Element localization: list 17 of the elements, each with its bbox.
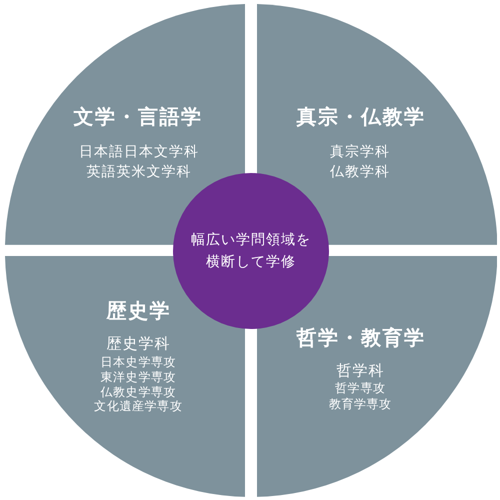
section-heading: 歴史学: [106, 300, 171, 322]
major-name: 日本史学専攻: [100, 356, 176, 370]
section-heading: 真宗・仏教学: [296, 105, 426, 128]
department-name: 哲学科: [336, 362, 384, 380]
major-name: 仏教史学専攻: [100, 386, 176, 400]
department-name: 日本語日本文学科: [78, 144, 199, 160]
department-name: 真宗学科: [330, 144, 390, 160]
major-name: 文化遺産学専攻: [94, 400, 182, 414]
center-text: 幅広い学問領域を横断して学修: [190, 230, 312, 272]
section-heading: 哲学・教育学: [296, 326, 426, 350]
department-name: 仏教学科: [330, 164, 390, 180]
major-name: 教育学専攻: [328, 398, 392, 412]
major-name: 東洋史学専攻: [100, 371, 176, 385]
department-name: 歴史学科: [106, 335, 170, 353]
section-heading: 文学・言語学: [74, 105, 203, 128]
major-name: 哲学専攻: [335, 382, 386, 396]
department-name: 英語英米文学科: [86, 164, 192, 180]
